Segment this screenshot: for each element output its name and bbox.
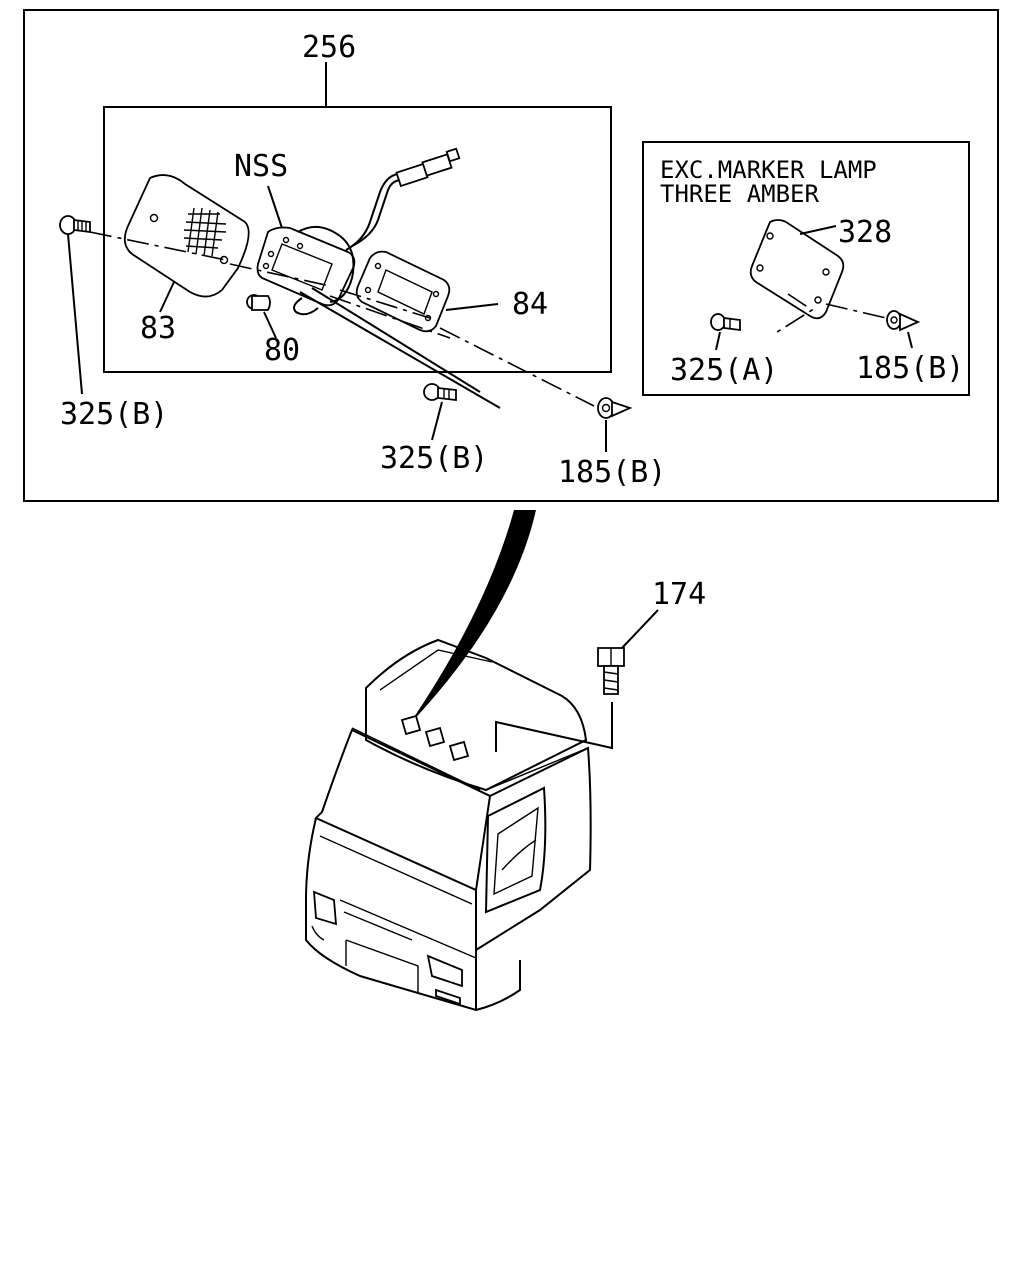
inset-clip bbox=[886, 310, 921, 349]
inset-line2: THREE AMBER bbox=[660, 180, 819, 208]
label-185b-inset: 185(B) bbox=[856, 351, 964, 386]
label-325b-left: 325(B) bbox=[60, 397, 168, 432]
assembly-box bbox=[103, 106, 612, 373]
inset-box bbox=[642, 141, 970, 396]
roof-marker-lamps bbox=[400, 714, 470, 762]
label-nss: NSS bbox=[234, 149, 288, 184]
label-80: 80 bbox=[264, 333, 300, 368]
inset-lamp bbox=[749, 219, 887, 335]
truck-cab bbox=[305, 638, 592, 1012]
bolt-part bbox=[495, 609, 659, 752]
clip-main bbox=[597, 397, 633, 452]
inset-screw bbox=[710, 313, 741, 351]
screw-mid bbox=[423, 383, 457, 441]
label-84: 84 bbox=[512, 287, 548, 322]
label-185b-main: 185(B) bbox=[558, 455, 666, 490]
label-325b-mid: 325(B) bbox=[380, 441, 488, 476]
label-83: 83 bbox=[140, 311, 176, 346]
label-328: 328 bbox=[838, 215, 892, 250]
label-325a: 325(A) bbox=[670, 353, 778, 388]
callout-wedge bbox=[408, 510, 536, 726]
screw-left bbox=[59, 215, 91, 395]
lamp-body bbox=[256, 147, 461, 316]
bulb-part bbox=[246, 294, 277, 339]
label-256: 256 bbox=[302, 30, 356, 65]
lens-grid bbox=[183, 207, 227, 257]
inset-line1: EXC.MARKER LAMP bbox=[660, 156, 877, 184]
lens-part bbox=[123, 174, 250, 313]
detail-frame bbox=[23, 9, 999, 502]
base-part bbox=[355, 250, 499, 333]
label-174: 174 bbox=[652, 577, 706, 612]
